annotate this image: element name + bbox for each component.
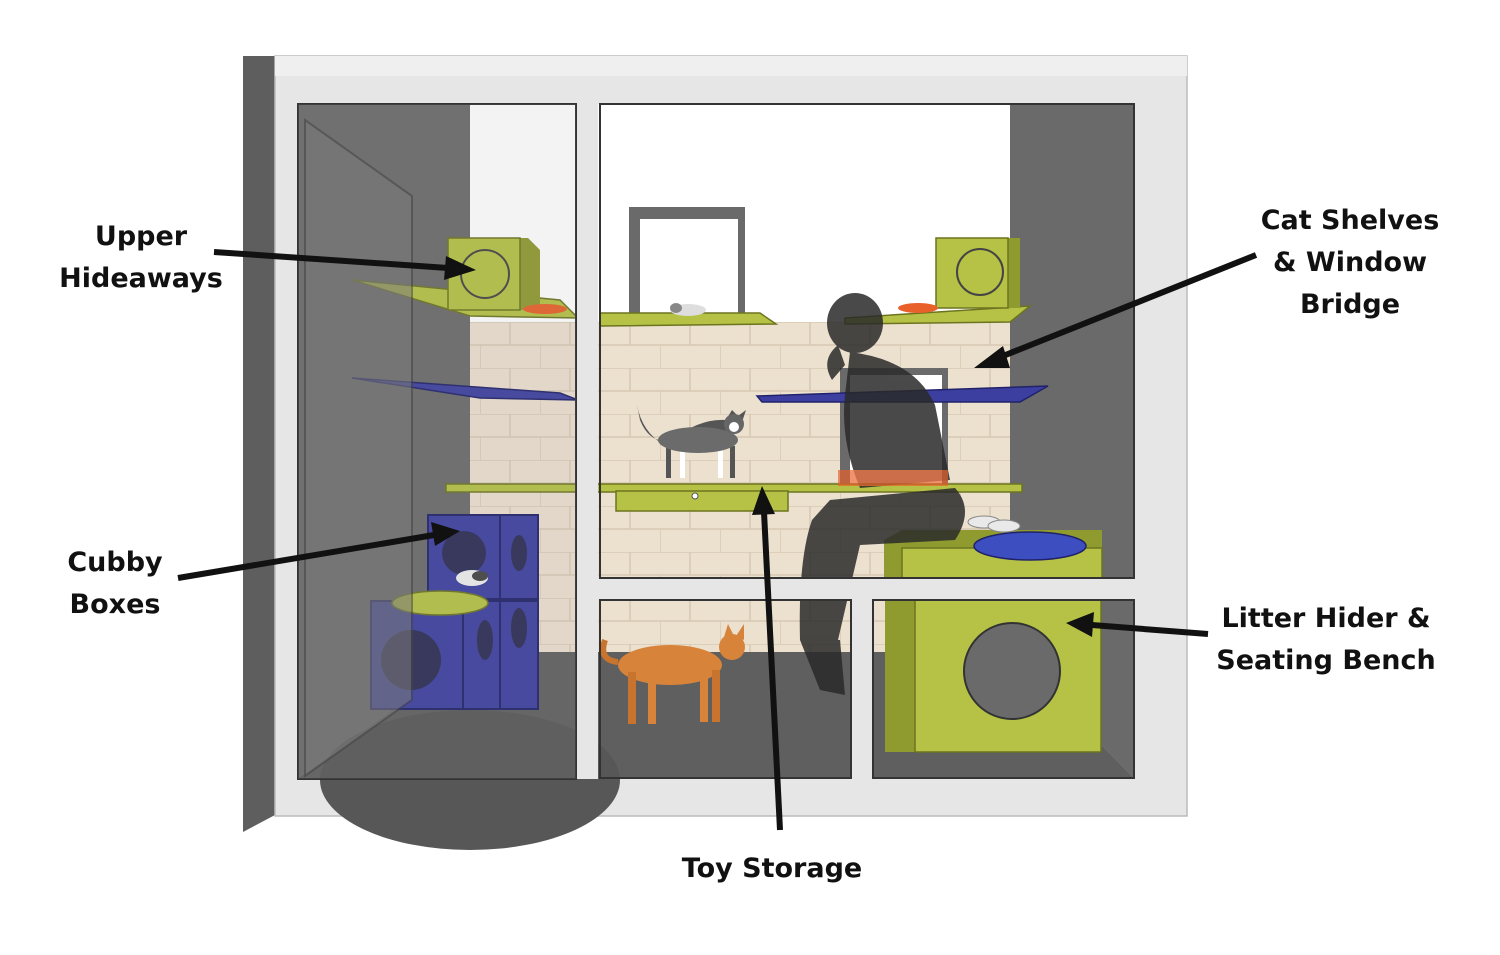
label-cubby-boxes-line-2: Boxes <box>69 589 161 620</box>
frame-top-strip <box>275 56 1187 76</box>
arrow-litter-hider <box>1091 622 1209 637</box>
label-toy-storage-line-1: Toy Storage <box>681 853 863 884</box>
window-pane-outlines <box>297 103 1135 780</box>
arrow-cat-shelves <box>996 252 1258 361</box>
blue-cat-bed <box>973 531 1087 561</box>
label-upper-hideaways: Upper Hideaways <box>56 216 226 300</box>
toy-storage-drawer <box>615 490 789 512</box>
label-cubby-boxes-line-1: Cubby <box>67 547 163 578</box>
label-cat-shelves-line-3: Bridge <box>1299 289 1401 320</box>
orange-cushion-left <box>523 304 567 314</box>
label-litter-hider-line-1: Litter Hider & <box>1221 603 1431 634</box>
label-cubby-boxes: Cubby Boxes <box>50 542 180 626</box>
left-wall-slab <box>243 56 275 832</box>
cat-sleeping-icon <box>456 303 706 586</box>
label-cat-shelves-line-1: Cat Shelves <box>1260 205 1440 236</box>
label-upper-hideaways-line-1: Upper <box>94 221 188 252</box>
upper-hideaway-left <box>447 237 540 311</box>
arrow-cubby-boxes <box>177 532 435 581</box>
label-litter-hider: Litter Hider & Seating Bench <box>1204 598 1448 682</box>
label-cat-shelves: Cat Shelves & Window Bridge <box>1250 200 1450 326</box>
arrow-toy-storage <box>761 511 783 831</box>
arrow-upper-hideaways <box>213 249 449 271</box>
upper-hideaway-right <box>935 237 1020 309</box>
front-frame-dividers <box>576 104 1134 779</box>
food-bowl-2 <box>987 519 1021 533</box>
cat-gray-icon <box>637 405 746 478</box>
person-silhouette-icon <box>799 293 965 695</box>
label-cat-shelves-line-2: & Window <box>1272 247 1428 278</box>
callout-arrows <box>177 249 1258 831</box>
label-litter-hider-line-2: Seating Bench <box>1216 645 1436 676</box>
label-upper-hideaways-line-2: Hideaways <box>59 263 223 294</box>
label-toy-storage: Toy Storage <box>660 848 884 890</box>
open-door <box>304 118 413 778</box>
litter-hider-bench <box>884 515 1103 753</box>
cat-orange-icon <box>600 624 745 724</box>
orange-cushion-right <box>898 303 938 313</box>
